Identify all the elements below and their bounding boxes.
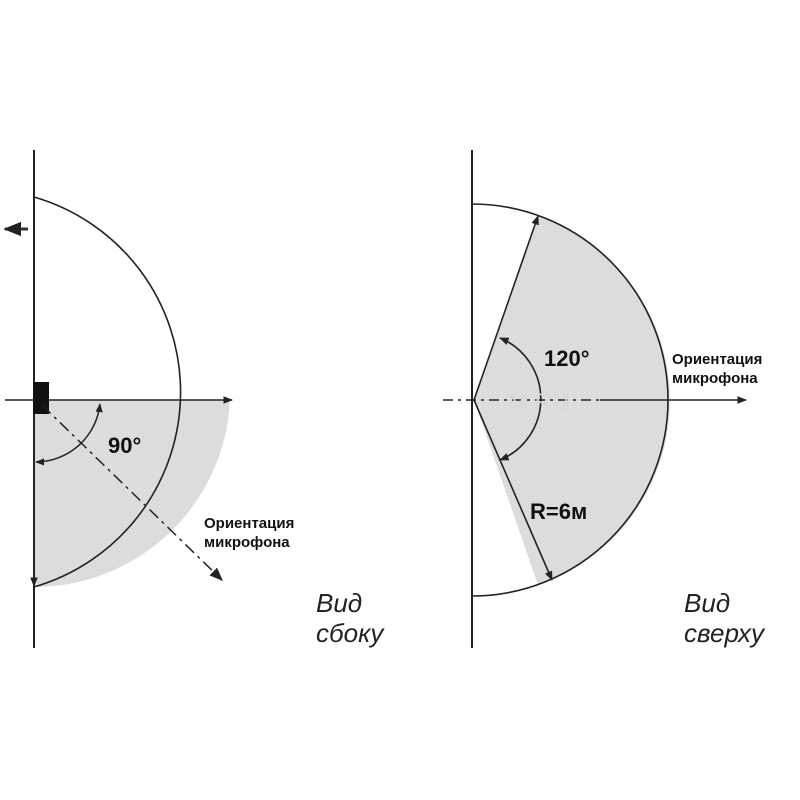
side-caption-line2: сбоку xyxy=(316,618,385,648)
top-orientation-label-line1: Ориентация xyxy=(672,351,762,368)
side-orientation-label-line1: Ориентация xyxy=(204,515,294,532)
top-coverage-sector xyxy=(474,216,670,585)
top-radius-label: R=6м xyxy=(530,499,587,524)
top-orientation-label-line2: микрофона xyxy=(672,370,758,387)
side-semicircle-outline xyxy=(33,196,182,588)
top-caption-line1: Вид xyxy=(684,588,730,618)
top-radius-upper xyxy=(473,215,539,401)
top-view: M.RU 120° R=6м Ориентация микрофона Вид … xyxy=(443,150,766,648)
top-angle-arc xyxy=(499,337,542,461)
top-caption-line2: сверху xyxy=(684,618,766,648)
side-caption-line1: Вид xyxy=(316,588,362,618)
side-view: 90° Ориентация микрофона Вид сбоку xyxy=(3,150,385,648)
side-orientation-label-line2: микрофона xyxy=(204,534,290,551)
watermark-text: M.RU xyxy=(508,389,569,416)
side-angle-label: 90° xyxy=(108,433,141,458)
top-angle-label: 120° xyxy=(544,346,590,371)
side-orientation-axis xyxy=(41,404,223,581)
side-angle-arc xyxy=(35,403,103,466)
top-radius-lower xyxy=(473,399,553,581)
